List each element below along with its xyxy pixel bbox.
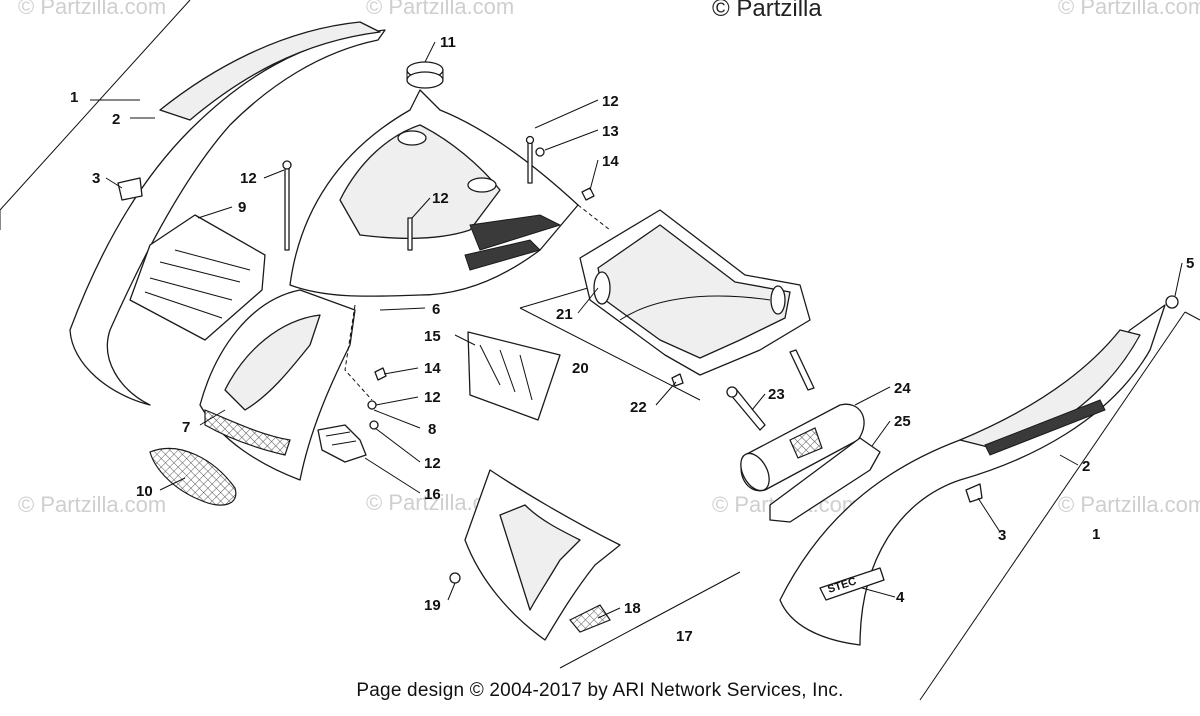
left-latch-3 [117, 177, 143, 201]
watermark-top: © Partzilla [712, 0, 822, 22]
callout-3-left: 3 [92, 170, 100, 187]
dash-line-left [344, 304, 373, 401]
callout-22: 22 [630, 399, 647, 416]
watermark-top-far-right: © Partzilla.com [1058, 0, 1200, 19]
callout-7: 7 [182, 419, 190, 436]
callout-20: 20 [572, 360, 589, 377]
bracket-1-right-a [1184, 311, 1200, 321]
callout-21: 21 [556, 306, 573, 323]
callout-12-a: 12 [240, 170, 257, 187]
storage-tray [579, 209, 811, 376]
callout-12-b: 12 [432, 190, 449, 207]
dash-line-right [577, 204, 611, 231]
fasteners [282, 135, 1179, 584]
belly-pan [464, 469, 621, 641]
windshield [467, 331, 561, 421]
bracket-20-top [519, 284, 599, 309]
strap [726, 349, 815, 431]
callout-2-right: 2 [1082, 458, 1090, 475]
callout-15: 15 [424, 328, 441, 345]
callout-14-b: 14 [424, 360, 441, 377]
leader-lines [90, 41, 1183, 619]
bracket-17 [559, 571, 741, 669]
filter-tray [769, 437, 881, 523]
callout-13: 13 [602, 123, 619, 140]
bracket-1-left [0, 0, 191, 211]
boot-seal [406, 61, 444, 89]
callout-1-right: 1 [1092, 526, 1100, 543]
bracket-20-bottom [519, 307, 701, 401]
callout-6: 6 [432, 301, 440, 318]
nose-cone [199, 289, 356, 481]
callout-11: 11 [440, 34, 456, 51]
watermark-right: © Partzilla.com [1058, 492, 1200, 517]
bracket-1-right [919, 311, 1186, 701]
callout-23: 23 [768, 386, 785, 403]
callout-3-right: 3 [998, 527, 1006, 544]
callout-14-a: 14 [602, 153, 619, 170]
watermark-top-left: © Partzilla.com [18, 0, 166, 19]
right-side-panel: STEC [779, 304, 1166, 646]
callout-9: 9 [238, 199, 246, 216]
callout-19: 19 [424, 597, 441, 614]
grille-insert [129, 214, 266, 341]
watermark-group: © Partzilla © Partzilla.com © Partzilla.… [18, 0, 1200, 517]
windshield-hatch [479, 344, 533, 401]
upper-hood [289, 89, 579, 297]
callout-10: 10 [136, 483, 153, 500]
watermark-left: © Partzilla.com [18, 492, 166, 517]
callout-12-e: 12 [424, 455, 441, 472]
callout-18: 18 [624, 600, 641, 617]
callout-4: 4 [896, 589, 905, 606]
mount-bracket [317, 424, 367, 463]
callout-17: 17 [676, 628, 693, 645]
callout-5: 5 [1186, 255, 1194, 272]
callout-12-d: 12 [424, 389, 441, 406]
callout-8: 8 [428, 421, 436, 438]
left-side-panel [69, 21, 386, 406]
callout-12-c: 12 [602, 93, 619, 110]
callout-labels: 1 2 3 9 11 12 12 12 13 14 6 15 14 12 7 8… [70, 34, 1194, 645]
callout-1-left: 1 [70, 89, 78, 106]
callout-25: 25 [894, 413, 911, 430]
callout-2-left: 2 [112, 111, 120, 128]
page-footer: Page design © 2004-2017 by ARI Network S… [356, 680, 844, 701]
vent-mesh [149, 447, 237, 506]
stec-decal [819, 567, 885, 601]
callout-16: 16 [424, 486, 441, 503]
callout-24: 24 [894, 380, 911, 397]
watermark-top-mid: © Partzilla.com [366, 0, 514, 19]
